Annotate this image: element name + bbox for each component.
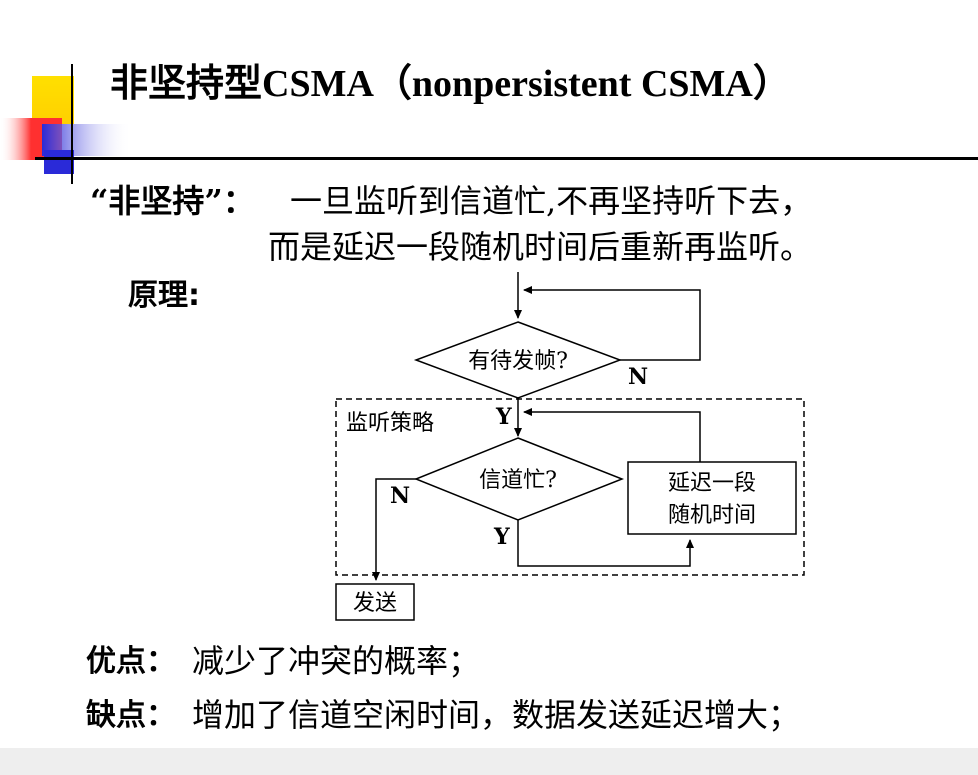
decision-frame-label: 有待发帧? — [468, 349, 568, 374]
corner-decoration — [0, 64, 132, 184]
definition-term: “非坚持”： — [90, 182, 255, 220]
busy-no-arrow — [372, 478, 416, 581]
send-box — [335, 583, 415, 621]
advantage-text: 减少了冲突的概率； — [192, 642, 481, 680]
send-label: 发送 — [353, 591, 397, 616]
delay-line-2: 随机时间 — [668, 503, 756, 528]
strategy-box — [335, 398, 805, 576]
delay-line-1: 延迟一段 — [668, 471, 756, 496]
delay-return-arrow — [523, 408, 701, 462]
title-underline — [35, 157, 978, 160]
label-y-busy: Y — [493, 524, 510, 550]
strategy-label: 监听策略 — [346, 411, 434, 436]
flowchart: 有待发帧? 信道忙? 监听策略 延迟一段 随机时间 发送 N Y N Y — [335, 272, 805, 621]
advantage-label: 优点： — [86, 644, 176, 679]
definition-line-2: 而是延迟一段随机时间后重新再监听。 — [268, 228, 813, 266]
disadvantage-label: 缺点： — [86, 698, 176, 733]
loop-no-arrow — [523, 286, 701, 361]
delay-box — [627, 461, 797, 535]
label-n-top: N — [628, 364, 648, 390]
disadvantage-text: 增加了信道空闲时间，数据发送延迟增大； — [192, 696, 801, 734]
decision-busy-label: 信道忙? — [479, 468, 557, 493]
blue-square — [44, 150, 74, 174]
principle-label: 原理: — [128, 278, 200, 313]
label-n-busy: N — [390, 483, 410, 509]
definition-line-1: 一旦监听到信道忙,不再坚持听下去， — [290, 182, 813, 220]
footer-bar — [0, 748, 978, 775]
slide-title: 非坚持型CSMA（nonpersistent CSMA） — [110, 63, 791, 105]
busy-yes-arrow — [517, 520, 694, 567]
label-y-top: Y — [495, 404, 512, 430]
yellow-square — [32, 76, 74, 124]
